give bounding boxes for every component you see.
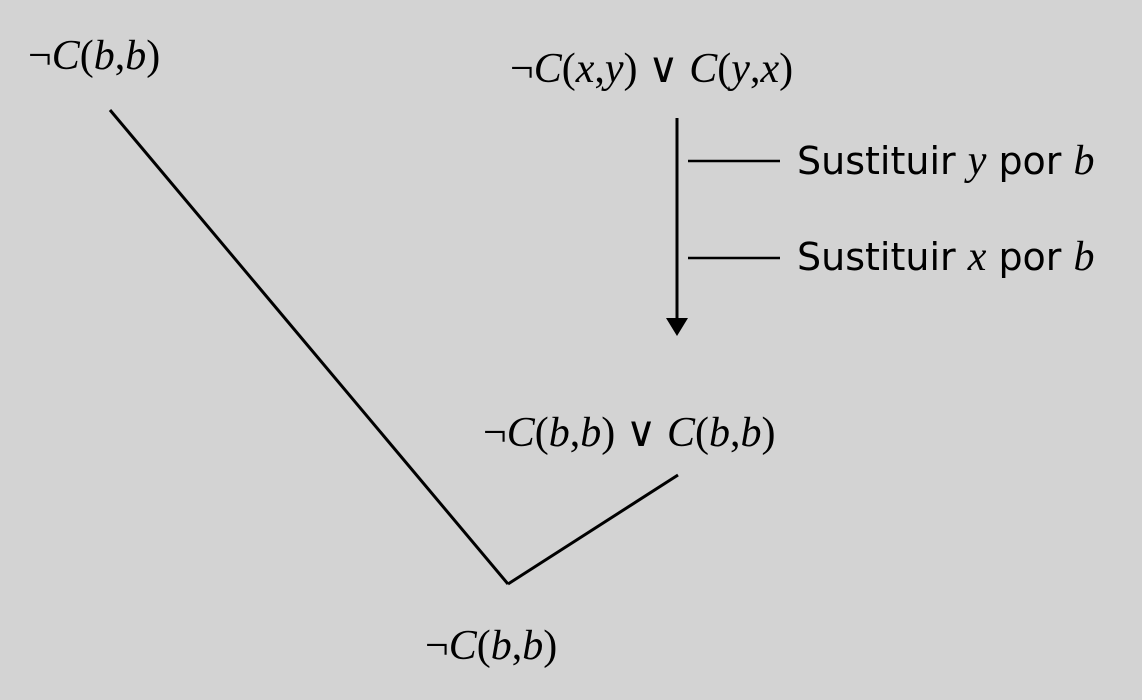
substitution-connector: por	[986, 139, 1074, 183]
clause-substituted: ¬C(b,b) ∨ C(b,b)	[483, 410, 776, 456]
clause-resolvent: ¬C(b,b)	[425, 623, 558, 669]
clause-left: ¬C(b,b)	[28, 33, 161, 79]
substitution-prefix: Sustituir	[797, 139, 968, 183]
substitution-connector: por	[986, 235, 1074, 279]
clause-right: ¬C(x,y) ∨ C(y,x)	[510, 46, 794, 92]
substitution-label-1: Sustituir y por b	[797, 140, 1095, 182]
substitution-variable: x	[967, 234, 987, 280]
substitution-variable: y	[967, 138, 987, 184]
substitution-arrowhead	[666, 318, 688, 336]
edge-left-to-resolvent	[108, 109, 510, 585]
substitution-value: b	[1073, 138, 1095, 184]
edge-middle-to-resolvent	[507, 473, 679, 586]
substitution-prefix: Sustituir	[797, 235, 968, 279]
substitution-value: b	[1073, 234, 1095, 280]
substitution-label-2: Sustituir x por b	[797, 236, 1095, 278]
